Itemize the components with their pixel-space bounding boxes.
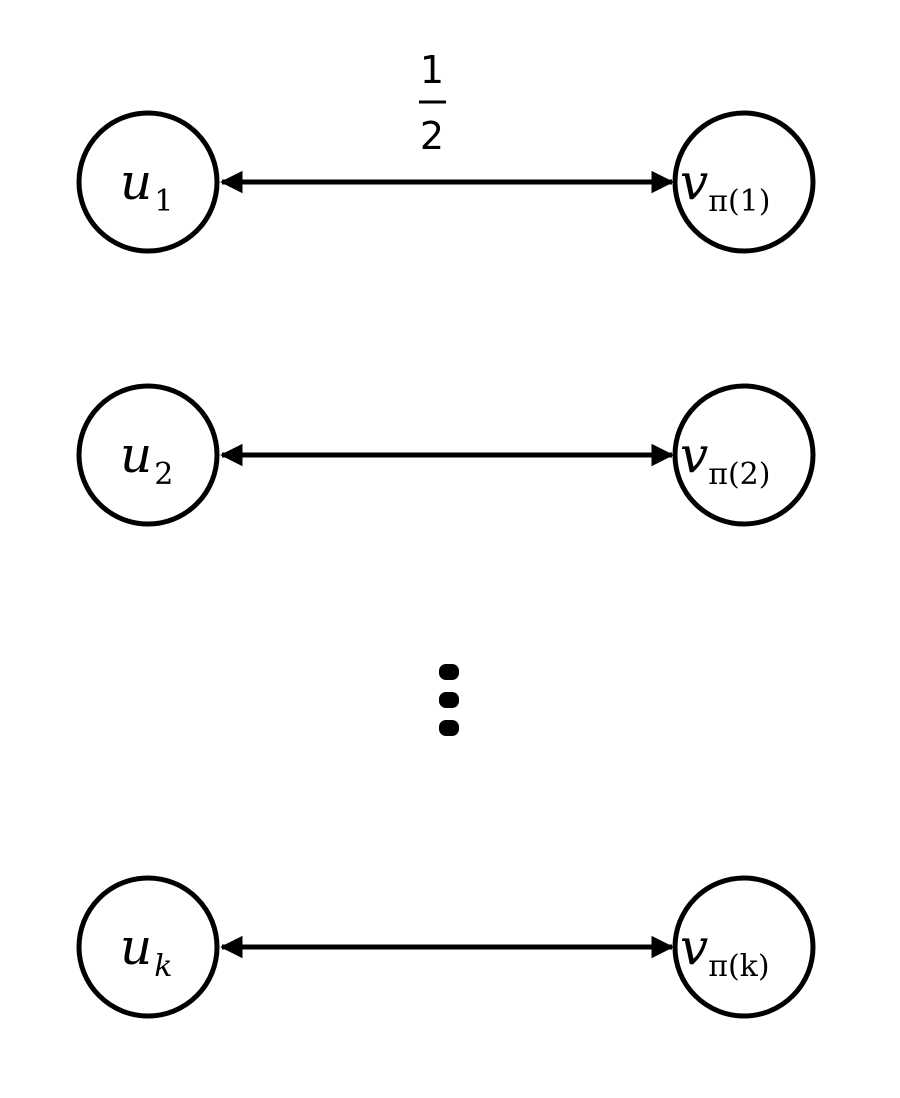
node-v-pi1 xyxy=(672,110,816,254)
edge-weight-numerator: 1 xyxy=(420,48,444,92)
node-v-pik-label: vπ(k) xyxy=(680,918,770,984)
node-uk xyxy=(76,875,220,1019)
node-u1 xyxy=(76,110,220,254)
node-u1-label: u1 xyxy=(120,153,173,219)
node-uk-label: uk xyxy=(120,918,172,984)
matching-row-1: u1 vπ(1) xyxy=(76,110,816,254)
edge-weight-label: 1 2 xyxy=(419,48,446,158)
edge-weight-denominator: 2 xyxy=(420,114,444,158)
matching-row-2: u2 vπ(2) xyxy=(76,383,816,527)
node-v-pi1-label: vπ(1) xyxy=(680,153,770,219)
node-u2-label: u2 xyxy=(120,426,173,492)
node-u2 xyxy=(76,383,220,527)
node-v-pi2 xyxy=(672,383,816,527)
node-v-pik xyxy=(672,875,816,1019)
node-v-pi2-label: vπ(2) xyxy=(680,426,770,492)
vertical-ellipsis-icon xyxy=(439,664,459,736)
matching-row-k: uk vπ(k) xyxy=(76,875,816,1019)
